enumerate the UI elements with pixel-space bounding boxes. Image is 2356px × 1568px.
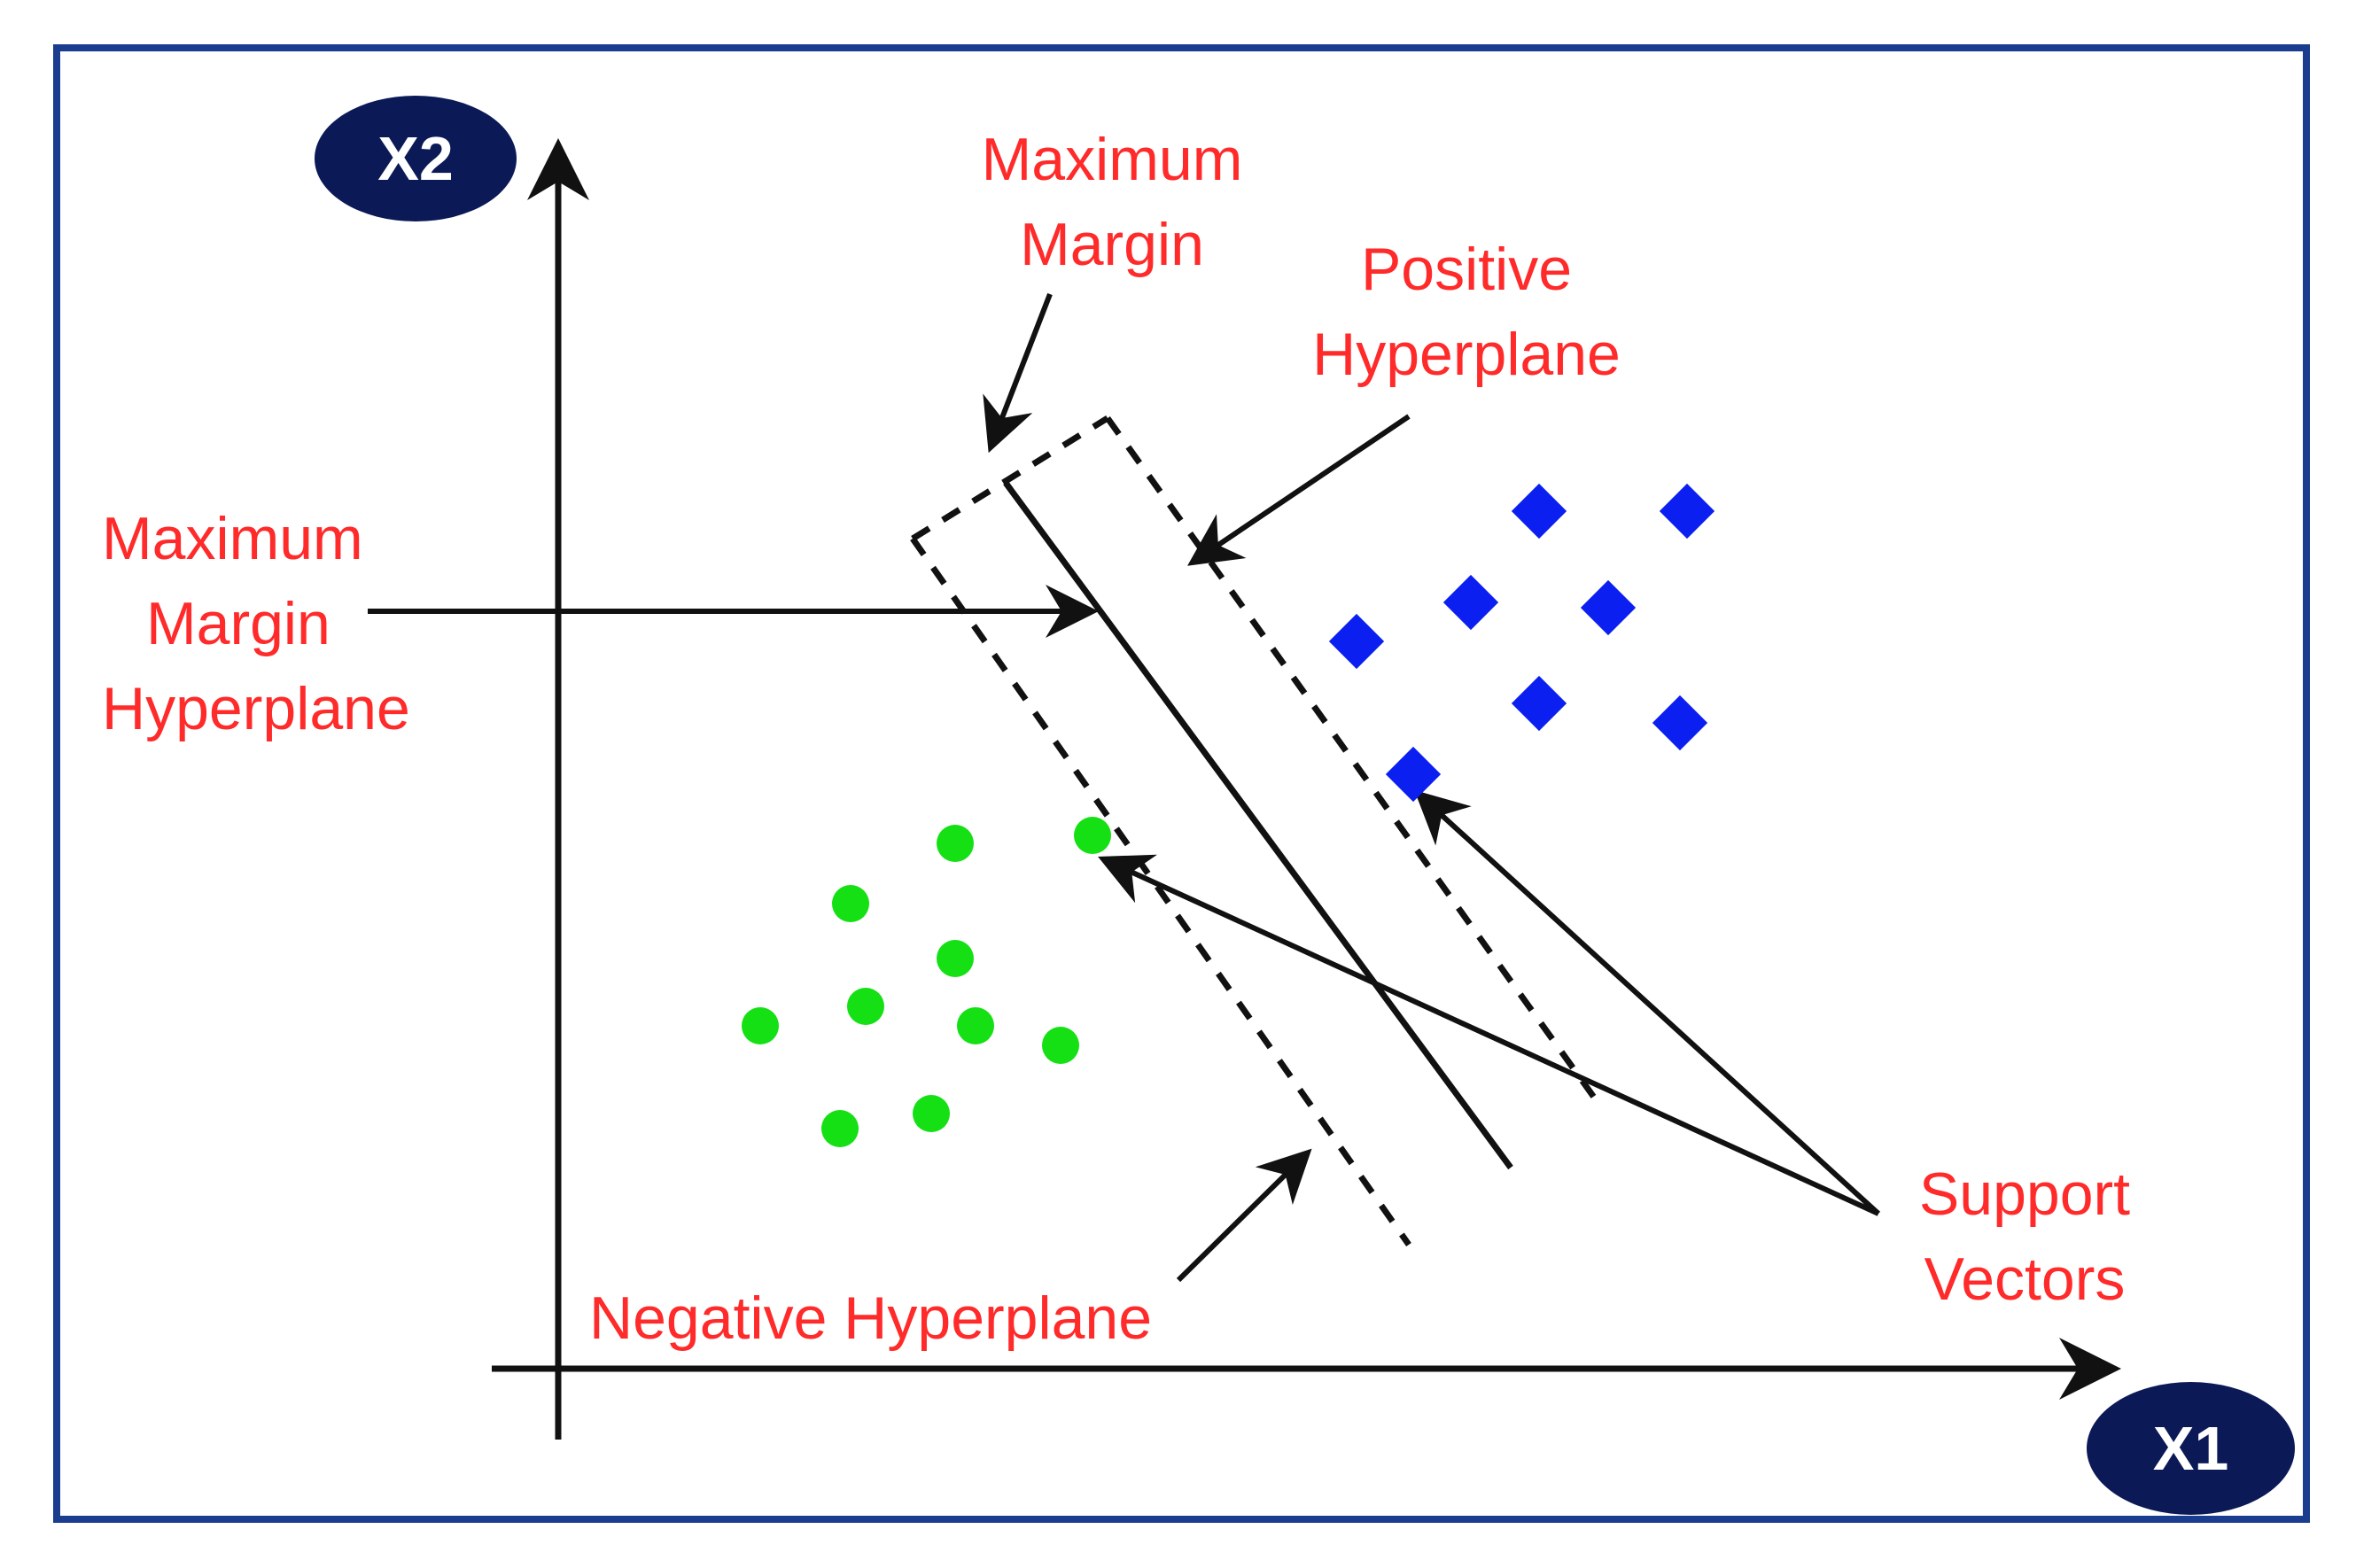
y-axis-badge: X2 [315,96,517,221]
label-positive-hyperplane: Positive Hyperplane [1276,227,1657,397]
circle-icon [1042,1027,1079,1064]
label-line: Support [1918,1160,2131,1228]
circle-icon [1074,817,1111,854]
label-maximum-margin-hyperplane: Maximum Margin Hyperplane [93,496,474,751]
diamond-icon [1580,579,1637,636]
circle-icon [742,1007,779,1044]
circle-icon [957,1007,994,1044]
positive-class-points [1328,483,1715,803]
negative-hyperplane-line [910,536,1411,1247]
label-line: Margin [1020,211,1204,278]
diamond-icon [1328,613,1385,670]
label-line: Maximum [981,126,1243,193]
circle-icon [937,825,974,862]
negative-class-points [742,817,1111,1147]
arrow-top-margin [983,292,1053,454]
label-line: Margin [146,590,330,657]
label-line: Hyperplane [1312,321,1621,388]
label-line: Vectors [1924,1246,2126,1313]
arrow-support-vector-blue [1414,789,1881,1216]
diamond-icon [1511,483,1567,539]
label-line: Positive [1360,236,1573,303]
diamond-icon [1652,695,1708,751]
arrow-positive-hyperplane [1187,414,1411,566]
circle-icon [821,1110,859,1147]
circle-icon [847,988,884,1025]
diamond-icon [1511,675,1567,732]
label-line: Maximum [102,505,363,572]
label-top-maximum-margin: Maximum Margin [935,117,1289,287]
diamond-icon [1385,746,1442,803]
x-axis-badge: X1 [2087,1382,2295,1515]
arrow-negative-hyperplane [1176,1148,1312,1283]
label-line: Hyperplane [102,675,410,742]
margin-top-edge [911,415,1109,541]
label-support-vectors: Support Vectors [1878,1152,2171,1322]
circle-icon [832,885,869,922]
diamond-icon [1442,574,1499,631]
label-negative-hyperplane: Negative Hyperplane [589,1285,1153,1352]
arrow-support-vector-green [1098,854,1880,1216]
circle-icon [937,940,974,977]
diamond-icon [1659,483,1715,539]
circle-icon [913,1095,950,1132]
